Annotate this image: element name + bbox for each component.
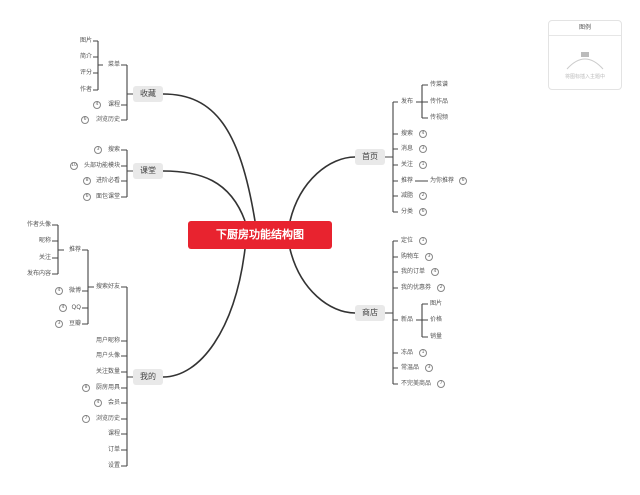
topic-weini-tuijian[interactable]: 为你推荐 (429, 176, 456, 186)
leaf[interactable]: 发布内容 (25, 269, 52, 279)
legend-title: 图例 (549, 21, 621, 36)
topic-item[interactable]: 订单 (106, 445, 121, 455)
topic-item[interactable]: 头部功能模块 (82, 161, 121, 171)
topic-item[interactable]: 我的订单 (400, 267, 427, 277)
topic-xinpin[interactable]: 新品 (400, 315, 415, 325)
topic-item[interactable]: 定位 (400, 236, 415, 246)
priority-badge: 10 (70, 162, 78, 170)
topic-item[interactable]: 分类 (400, 207, 415, 217)
priority-badge: 6 (81, 116, 89, 124)
topic-item[interactable]: 我的优惠券 (400, 283, 433, 293)
topic-item[interactable]: 豆瓣 (67, 319, 82, 329)
priority-badge: 6 (83, 193, 91, 201)
priority-badge: 1 (419, 349, 427, 357)
priority-badge: 4 (93, 101, 101, 109)
priority-badge: 6 (459, 177, 467, 185)
priority-badge: 2 (419, 192, 427, 200)
topic-item[interactable]: 面包课堂 (94, 192, 121, 202)
topic-item[interactable]: 搜索 (106, 145, 121, 155)
topic-item[interactable]: 会员 (106, 398, 121, 408)
priority-badge: 3 (425, 253, 433, 261)
leaf[interactable]: 传作品 (429, 97, 450, 107)
topic-item[interactable]: 用户昵称 (94, 336, 121, 346)
topic-item[interactable]: 搜索 (400, 129, 415, 139)
topic-item[interactable]: 不完美商品 (400, 379, 433, 389)
topic-shangdian[interactable]: 商店 (355, 305, 385, 321)
priority-badge: 1 (419, 237, 427, 245)
leaf[interactable]: 简介 (78, 52, 93, 62)
topic-item[interactable]: 常温品 (400, 363, 421, 373)
topic-item[interactable]: 浏览历史 (94, 414, 121, 424)
topic-item[interactable]: 进阶必看 (94, 176, 121, 186)
priority-badge: 8 (82, 384, 90, 392)
leaf[interactable]: 作者 (78, 85, 93, 95)
leaf[interactable]: 传视频 (429, 113, 450, 123)
priority-badge: 4 (59, 304, 67, 312)
priority-badge: 3 (55, 320, 63, 328)
priority-badge: 8 (83, 177, 91, 185)
priority-badge: 3 (419, 145, 427, 153)
legend-flag-icon (566, 52, 604, 70)
leaf[interactable]: 销量 (429, 332, 444, 342)
topic-item[interactable]: 推荐 (400, 176, 415, 186)
topic-shouye[interactable]: 首页 (355, 149, 385, 165)
topic-fabu[interactable]: 发布 (400, 97, 415, 107)
topic-shoucang[interactable]: 收藏 (133, 86, 163, 102)
topic-item[interactable]: 设置 (106, 461, 121, 471)
topic-item[interactable]: QQ (70, 303, 82, 313)
leaf[interactable]: 昵称 (37, 236, 52, 246)
root-topic[interactable]: 下厨房功能结构图 (188, 221, 332, 249)
priority-badge: 3 (425, 364, 433, 372)
priority-badge: 4 (431, 268, 439, 276)
topic-item[interactable]: 关注 (400, 160, 415, 170)
priority-badge: 4 (94, 399, 102, 407)
legend-panel: 图例 将图标插入主题中 (548, 20, 622, 90)
topic-wode[interactable]: 我的 (133, 369, 163, 385)
priority-badge: 4 (419, 130, 427, 138)
leaf[interactable]: 价格 (429, 315, 444, 325)
priority-badge: 2 (437, 284, 445, 292)
topic-tuijian[interactable]: 推荐 (67, 245, 82, 255)
leaf[interactable]: 图片 (78, 36, 93, 46)
topic-kecheng[interactable]: 课程 (106, 100, 121, 110)
legend-hint: 将图标插入主题中 (564, 74, 605, 80)
priority-badge: 6 (419, 208, 427, 216)
topic-caidan[interactable]: 菜单 (106, 60, 121, 70)
leaf[interactable]: 作者头像 (25, 220, 52, 230)
topic-item[interactable]: 冻品 (400, 348, 415, 358)
priority-badge: 1 (419, 161, 427, 169)
leaf[interactable]: 关注 (37, 253, 52, 263)
priority-badge: 4 (55, 287, 63, 295)
priority-badge: 3 (94, 146, 102, 154)
priority-badge: 7 (82, 415, 90, 423)
leaf[interactable]: 图片 (429, 299, 444, 309)
priority-badge: 7 (437, 380, 445, 388)
leaf[interactable]: 传菜谱 (429, 80, 450, 90)
topic-item[interactable]: 关注数量 (94, 367, 121, 377)
topic-item[interactable]: 购物车 (400, 252, 421, 262)
topic-item[interactable]: 微博 (67, 286, 82, 296)
topic-item[interactable]: 用户头像 (94, 351, 121, 361)
topic-liulan[interactable]: 浏览历史 (94, 115, 121, 125)
topic-sousuo-haoyou[interactable]: 搜索好友 (94, 282, 121, 292)
topic-ketang[interactable]: 课堂 (133, 163, 163, 179)
topic-item[interactable]: 消息 (400, 144, 415, 154)
topic-item[interactable]: 课程 (106, 429, 121, 439)
leaf[interactable]: 评分 (78, 68, 93, 78)
topic-item[interactable]: 减脂 (400, 191, 415, 201)
topic-item[interactable]: 厨房用具 (94, 383, 121, 393)
